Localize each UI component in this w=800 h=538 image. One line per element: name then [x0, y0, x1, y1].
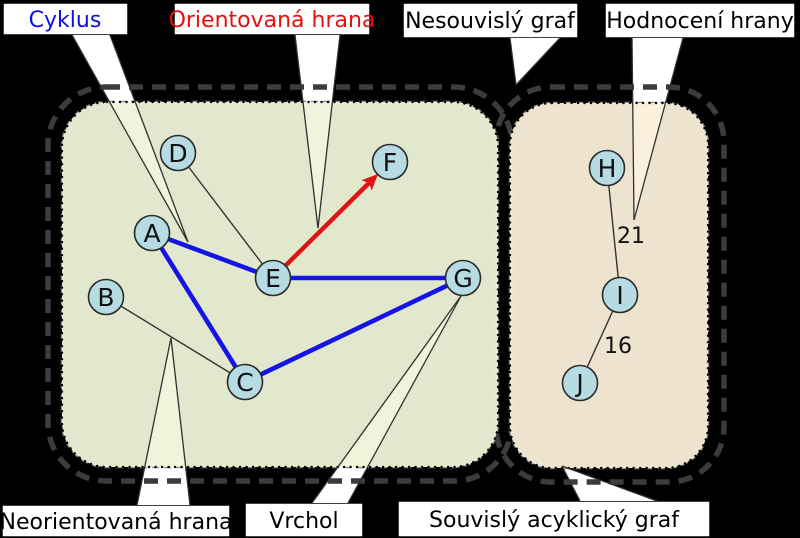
vertex-B-circle	[87, 278, 125, 316]
vertex-B: B	[87, 278, 125, 316]
callout-neorientovana-label: Neorientovaná hrana	[0, 510, 233, 535]
callout-nesouvisly-tail	[510, 38, 560, 85]
vertex-F-circle	[371, 143, 409, 181]
callout-orientovana-box	[173, 2, 371, 36]
callout-vrchol-line-left	[311, 295, 462, 504]
callout-orientovana-label: Orientovaná hrana	[169, 8, 376, 33]
vertex-J-circle	[561, 364, 599, 402]
edge-C-A-cycle	[150, 231, 247, 384]
edge-B-C	[105, 296, 246, 383]
vertex-G: G	[444, 259, 482, 297]
callout-cyklus-box	[2, 2, 129, 36]
callout-neorientovana-line-right	[170, 337, 191, 506]
vertex-G-circle	[444, 259, 482, 297]
edge-H-I	[606, 167, 621, 296]
vertex-H-label: H	[598, 154, 617, 183]
vertex-B-label: B	[97, 283, 114, 312]
edge-E-F-arrowhead-icon	[361, 174, 378, 191]
vertex-D: D	[159, 134, 197, 172]
edge-A-E-cycle	[151, 230, 274, 281]
vertex-E: E	[254, 259, 292, 297]
callout-nesouvisly-line-left	[509, 37, 517, 86]
callout-orientovana-line-right	[317, 34, 341, 229]
vertex-I: I	[601, 276, 639, 314]
vertex-C-circle	[226, 363, 264, 401]
vertex-H: H	[588, 149, 626, 187]
vertex-A-circle	[133, 214, 171, 252]
vertex-A-label: A	[143, 219, 160, 248]
region-dotted-borders	[60, 100, 710, 470]
callout-labels: Cyklus Orientovaná hrana Nesouvislý graf…	[0, 8, 794, 535]
vertex-G-label: G	[453, 264, 472, 293]
callout-souvisly-box	[397, 500, 711, 538]
callout-cyklus-line-right	[109, 34, 189, 243]
callout-neorientovana-box	[1, 504, 231, 538]
callout-hodnoceni-label: Hodnocení hrany	[606, 9, 793, 34]
vertex-A: A	[133, 214, 171, 252]
edge-weight-I-J: 16	[604, 334, 632, 359]
vertex-D-label: D	[168, 139, 187, 168]
vertex-D-circle	[159, 134, 197, 172]
left-region-dotted-border	[60, 100, 500, 469]
callout-nesouvisly-line-right	[515, 37, 561, 86]
callout-nesouvisly-label: Nesouvislý graf	[405, 9, 576, 34]
callout-cyklus-line-left	[71, 34, 189, 243]
callout-hodnoceni-box	[604, 2, 796, 39]
callout-orientovana-line-left	[294, 34, 319, 229]
callout-souvisly-label: Souvislý acyklický graf	[429, 508, 680, 533]
vertex-E-circle	[254, 259, 292, 297]
vertex-F: F	[371, 143, 409, 181]
edge-E-F-directed	[271, 174, 378, 280]
edge-G-C-cycle	[244, 275, 464, 385]
vertex-I-label: I	[616, 281, 623, 310]
callout-vrchol-box	[244, 502, 364, 538]
callout-vrchol-line-right	[347, 295, 462, 504]
vertex-H-circle	[588, 149, 626, 187]
edge-weight-H-I: 21	[617, 224, 645, 249]
callout-hodnoceni-line-right	[633, 37, 684, 221]
edge-D-E	[177, 152, 274, 279]
vertex-C: C	[226, 363, 264, 401]
callout-outline-lines	[71, 34, 684, 506]
callout-cyklus-label: Cyklus	[29, 8, 102, 33]
vertex-E-label: E	[265, 264, 281, 293]
vertex-I-circle	[601, 276, 639, 314]
graph-vertices: A B C D E F G H	[87, 134, 639, 402]
callout-hodnoceni-line-left	[631, 37, 635, 221]
callout-souvisly-line-right	[561, 465, 658, 502]
callout-vrchol-label: Vrchol	[269, 509, 338, 534]
edge-E-F-shaft	[271, 180, 372, 280]
callout-nesouvisly-box	[402, 2, 579, 39]
vertex-F-label: F	[383, 148, 397, 177]
vertex-J-label: J	[574, 369, 583, 398]
callout-souvisly-line-left	[561, 465, 581, 502]
vertex-C-label: C	[236, 368, 253, 397]
graph-edges	[105, 152, 621, 385]
callout-neorientovana-line-left	[136, 337, 172, 506]
vertex-J: J	[561, 364, 599, 402]
